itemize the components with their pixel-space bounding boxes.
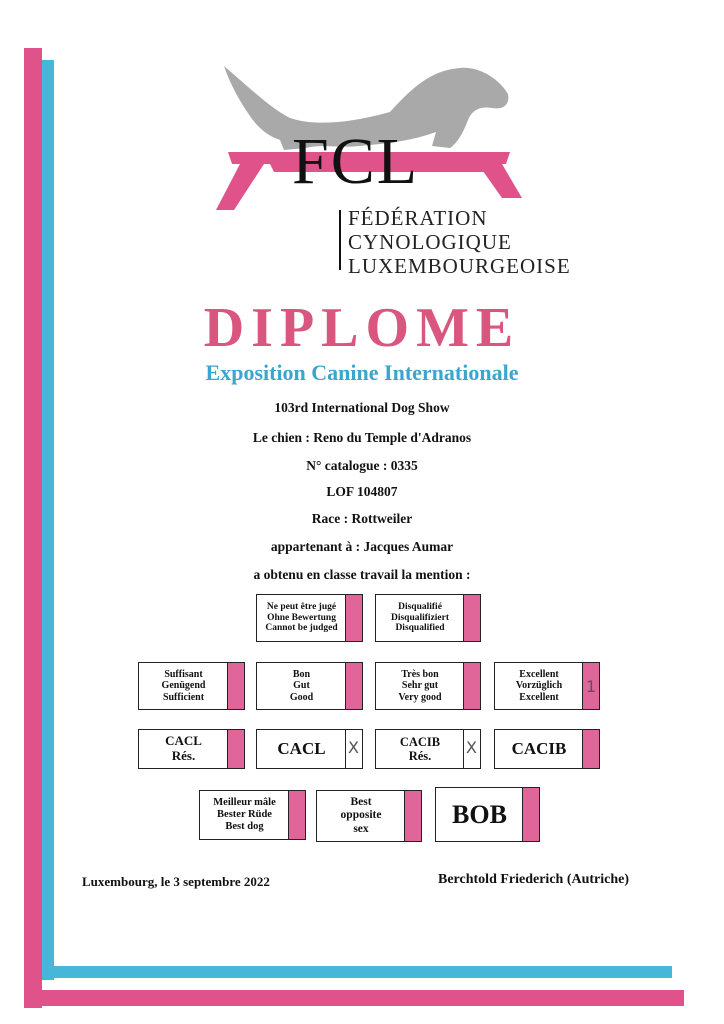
logo-line-2: CYNOLOGIQUE	[348, 230, 512, 254]
box-cacl-res: CACL Rés.	[138, 729, 245, 769]
box-text: Rés.	[171, 748, 196, 763]
box-text: Disqualified	[395, 623, 445, 634]
box-text: Ohne Bewertung	[267, 612, 336, 623]
box-not-judged: Ne peut être jugé Ohne Bewertung Cannot …	[256, 594, 363, 642]
check-cell	[345, 595, 362, 641]
check-cell	[463, 663, 480, 709]
show-name: 103rd International Dog Show	[274, 400, 450, 415]
handwritten-mark: 1	[586, 677, 597, 696]
box-text: Very good	[398, 691, 442, 703]
box-text: Cannot be judged	[265, 623, 338, 634]
box-text: Vorzüglich	[515, 680, 563, 692]
box-text: Très bon	[401, 668, 439, 680]
box-cacib: CACIB	[494, 729, 600, 769]
check-cell	[227, 730, 244, 768]
check-cell	[582, 730, 599, 768]
breed: Race : Rottweiler	[311, 511, 413, 526]
box-text: CACL	[277, 739, 326, 759]
box-text: Good	[289, 691, 314, 703]
box-text: CACL	[165, 733, 202, 749]
box-text: Rés.	[408, 749, 432, 763]
catalogue-number: N° catalogue : 0335	[306, 458, 418, 473]
box-text: Disqualifiziert	[390, 612, 450, 623]
box-cacl: CACL X	[256, 729, 363, 769]
box-bob: BOB	[435, 787, 540, 842]
blue-border-left	[42, 60, 54, 980]
box-text: Excellent	[519, 668, 559, 680]
box-text: BOB	[452, 799, 507, 829]
pink-border-bottom	[24, 990, 684, 1006]
box-text: Meilleur mâle	[213, 796, 276, 808]
mention-label: a obtenu en classe travail la mention :	[253, 567, 471, 582]
box-sufficient: Suffisant Genügend Sufficient	[138, 662, 245, 710]
diploma-title: DIPLOME	[203, 297, 521, 359]
check-cell	[288, 791, 305, 839]
handwritten-mark: X	[348, 738, 359, 757]
logo-line-3: LUXEMBOURGEOISE	[348, 254, 571, 278]
box-excellent: Excellent Vorzüglich Excellent 1	[494, 662, 600, 710]
check-cell	[463, 595, 480, 641]
box-text: Gut	[293, 680, 310, 692]
box-text: sex	[353, 822, 369, 835]
box-text: Bester Rüde	[217, 808, 272, 820]
blue-border-bottom	[42, 966, 672, 978]
box-text: Best dog	[225, 821, 264, 833]
box-best-opposite-sex: Best opposite sex	[316, 790, 422, 842]
pink-border-left	[24, 48, 42, 1008]
lof-number: LOF 104807	[326, 484, 398, 499]
owner: appartenant à : Jacques Aumar	[270, 539, 454, 554]
check-cell	[227, 663, 244, 709]
box-text: Best	[350, 796, 372, 809]
box-text: Bon	[292, 668, 311, 680]
box-cacib-res: CACIB Rés. X	[375, 729, 481, 769]
box-text: CACIB	[511, 739, 567, 759]
box-text: Excellent	[519, 691, 559, 703]
check-cell: X	[345, 730, 362, 768]
check-cell	[522, 788, 539, 841]
place-date: Luxembourg, le 3 septembre 2022	[82, 874, 270, 889]
diploma-subtitle: Exposition Canine Internationale	[205, 360, 519, 385]
box-text: Suffisant	[164, 668, 203, 680]
logo-abbrev: FCL	[292, 125, 420, 198]
box-disqualified: Disqualifié Disqualifiziert Disqualified	[375, 594, 481, 642]
box-text: CACIB	[399, 734, 441, 749]
box-good: Bon Gut Good	[256, 662, 363, 710]
fcl-logo	[210, 60, 560, 290]
box-text: opposite	[340, 809, 382, 822]
dog-name: Le chien : Reno du Temple d'Adranos	[252, 430, 472, 445]
box-text: Genügend	[161, 680, 206, 692]
logo-line-1: FÉDÉRATION	[348, 206, 488, 230]
box-very-good: Très bon Sehr gut Very good	[375, 662, 481, 710]
handwritten-mark: X	[466, 738, 477, 757]
box-text: Disqualifié	[398, 601, 442, 612]
check-cell	[345, 663, 362, 709]
check-cell	[404, 791, 421, 841]
judge-name: Berchtold Friederich (Autriche)	[438, 872, 630, 887]
check-cell: X	[463, 730, 480, 768]
box-best-male: Meilleur mâle Bester Rüde Best dog	[199, 790, 306, 840]
box-text: Sehr gut	[401, 680, 439, 692]
dog-emblem-icon	[216, 66, 522, 270]
check-cell: 1	[582, 663, 599, 709]
box-text: Ne peut être jugé	[266, 601, 337, 612]
box-text: Sufficient	[162, 691, 205, 703]
